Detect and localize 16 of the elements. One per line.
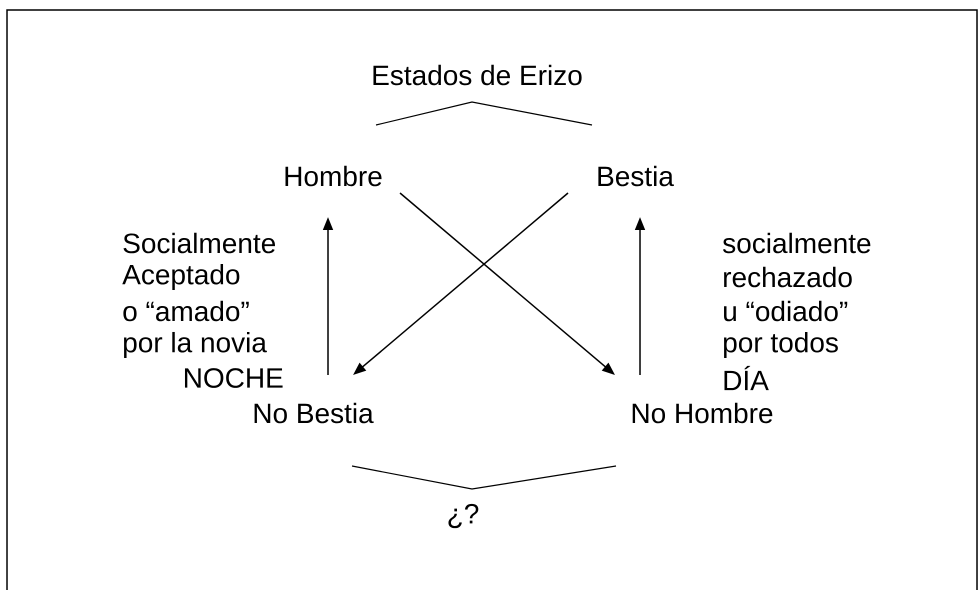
term-label: Bestia	[598, 166, 674, 186]
annotation: o “amado”	[123, 300, 249, 322]
annotation: ¿?	[448, 504, 478, 528]
term-label: No Hombre	[632, 402, 772, 424]
annotation: rechazado	[724, 266, 852, 288]
annotation: NOCHE	[184, 368, 283, 388]
annotation: Socialmente	[123, 232, 275, 254]
title: Estados de Erizo	[373, 64, 582, 86]
annotation: DÍA	[724, 366, 769, 390]
annotation: por la novia	[124, 332, 267, 358]
term-label: Hombre	[286, 166, 382, 186]
annotation: por todos	[724, 332, 838, 358]
annotation: u “odiado”	[724, 300, 848, 322]
annotation: socialmente	[723, 232, 870, 254]
annotation: Aceptado	[122, 264, 240, 290]
term-label: No Bestia	[254, 402, 374, 424]
